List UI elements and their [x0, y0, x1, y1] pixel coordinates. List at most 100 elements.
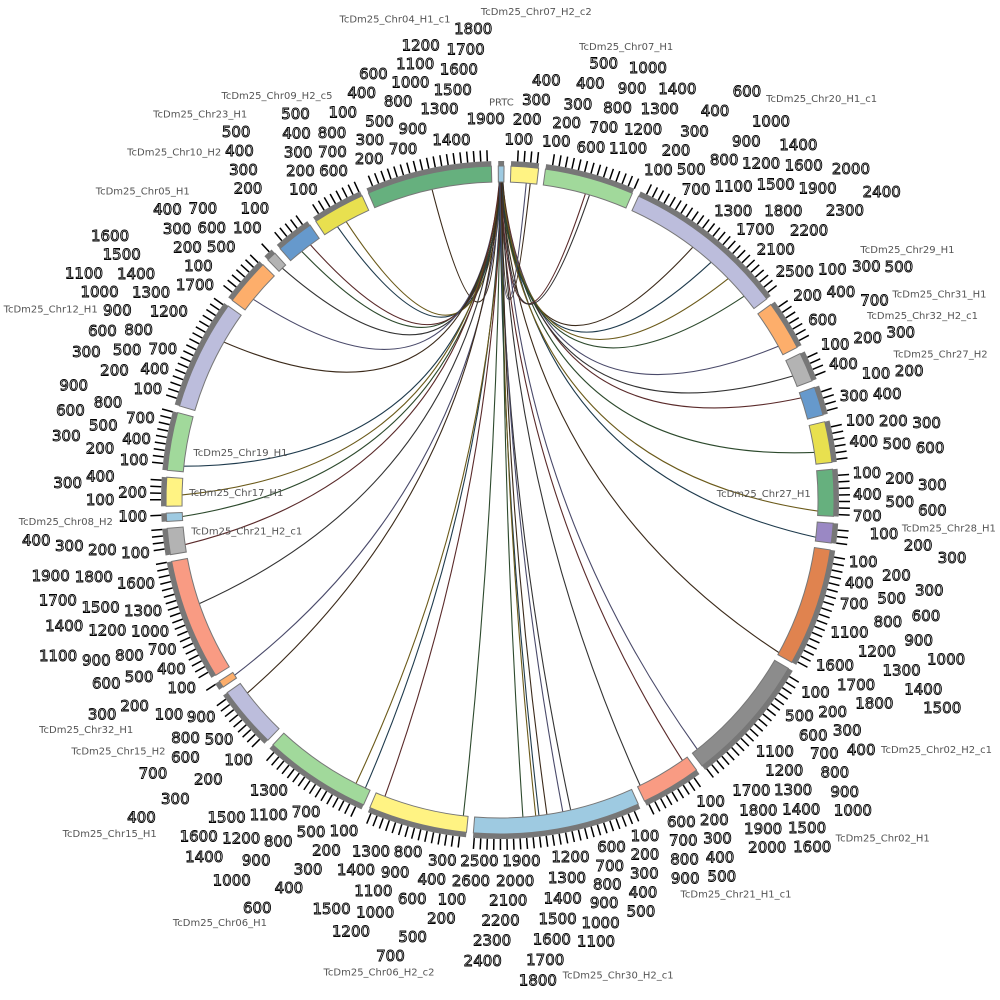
tick-label: 400	[225, 142, 254, 160]
tick-mark	[621, 173, 627, 185]
tick-label: 1700	[736, 221, 774, 239]
tick-label: 1300	[132, 283, 170, 301]
segment-band	[215, 681, 224, 690]
tick-label: 100	[86, 491, 115, 509]
tick-label: 400	[153, 201, 182, 219]
tick-mark	[745, 733, 755, 742]
tick-label: 500	[222, 123, 251, 141]
tick-mark	[160, 580, 172, 585]
tick-mark	[161, 408, 173, 413]
tick-label: 2500	[776, 262, 814, 280]
tick-label: 600	[171, 749, 200, 767]
synteny-link	[185, 181, 500, 546]
tick-label: 600	[88, 322, 117, 340]
tick-mark	[596, 824, 602, 836]
tick-label: 1800	[454, 20, 492, 38]
tick-label: 300	[284, 143, 313, 161]
tick-label: 100	[330, 822, 359, 840]
tick-label: 800	[670, 850, 699, 868]
segment-name-label: TcDm25_Chr07_H1	[578, 42, 673, 53]
tick-label: 1900	[502, 852, 540, 870]
chromosome-segment	[151, 408, 194, 473]
tick-mark	[816, 619, 828, 625]
tick-mark	[571, 157, 576, 169]
tick-label: 100	[233, 219, 262, 237]
tick-label: 900	[904, 632, 933, 650]
tick-mark	[627, 813, 634, 825]
tick-label: 300	[294, 861, 323, 879]
tick-mark	[583, 160, 589, 172]
tick-mark	[830, 423, 842, 428]
tick-mark	[741, 254, 751, 264]
tick-mark	[654, 801, 661, 812]
segment-name-label: TcDm25_Chr28_H1	[901, 524, 996, 535]
tick-mark	[803, 649, 815, 656]
tick-mark	[590, 826, 595, 838]
tick-label: 300	[630, 864, 659, 882]
tick-label: 1600	[91, 227, 129, 245]
tick-mark	[329, 193, 337, 204]
tick-label: 500	[589, 54, 618, 72]
tick-label: 300	[55, 537, 84, 555]
tick-label: 800	[384, 92, 413, 110]
segment-block	[171, 557, 230, 676]
tick-label: 100	[818, 261, 847, 279]
tick-label: 800	[820, 763, 849, 781]
tick-label: 400	[701, 102, 730, 120]
tick-mark	[651, 187, 659, 198]
tick-label: 800	[710, 151, 739, 169]
tick-mark	[344, 803, 351, 815]
segments-layer	[149, 150, 850, 851]
chromosome-segment	[149, 476, 184, 507]
tick-mark	[459, 152, 462, 164]
tick-label: 1000	[356, 903, 394, 921]
tick-label: 300	[938, 549, 967, 567]
tick-mark	[545, 835, 549, 847]
tick-mark	[177, 362, 189, 369]
tick-mark	[538, 836, 542, 848]
tick-mark	[754, 269, 765, 278]
tick-label: 100	[438, 890, 467, 908]
tick-label: 100	[120, 451, 149, 469]
segment-band	[498, 161, 505, 167]
tick-label: 400	[157, 660, 186, 678]
tick-mark	[472, 837, 475, 850]
tick-mark	[289, 219, 298, 229]
segment-band	[472, 804, 641, 840]
segment-name-label: TcDm25_Chr06_H2_c2	[322, 968, 434, 979]
chromosome-segment	[223, 254, 276, 311]
tick-mark	[386, 168, 392, 180]
tick-label: 700	[669, 831, 698, 849]
tick-mark	[657, 190, 665, 201]
segment-band	[228, 261, 263, 301]
tick-label: 300	[428, 852, 457, 870]
tick-label: 200	[631, 846, 660, 864]
tick-mark	[735, 742, 745, 752]
tick-mark	[323, 196, 331, 208]
tick-mark	[246, 733, 256, 743]
tick-label: 1100	[39, 647, 77, 665]
tick-mark	[609, 168, 615, 180]
tick-label: 1000	[213, 871, 251, 889]
tick-mark	[479, 838, 482, 850]
tick-label: 1900	[798, 180, 836, 198]
tick-label: 600	[243, 899, 272, 917]
tick-label: 1400	[337, 861, 375, 879]
tick-mark	[216, 698, 227, 707]
tick-label: 700	[318, 143, 347, 161]
tick-label: 1200	[332, 922, 370, 940]
tick-label: 100	[224, 751, 253, 769]
tick-mark	[271, 756, 280, 766]
tick-label: 200	[100, 361, 129, 379]
tick-label: 200	[120, 697, 149, 715]
tick-label: 800	[94, 394, 123, 412]
tick-mark	[397, 824, 403, 836]
tick-label: 600	[577, 139, 606, 157]
segment-band	[174, 303, 229, 406]
tick-label: 1100	[65, 265, 103, 283]
chromosome-segment	[366, 792, 469, 848]
tick-label: 1900	[744, 820, 782, 838]
tick-label: 100	[631, 827, 660, 845]
segment-name-label: TcDm25_Chr07_H2_c2	[480, 7, 592, 18]
tick-mark	[158, 421, 170, 426]
